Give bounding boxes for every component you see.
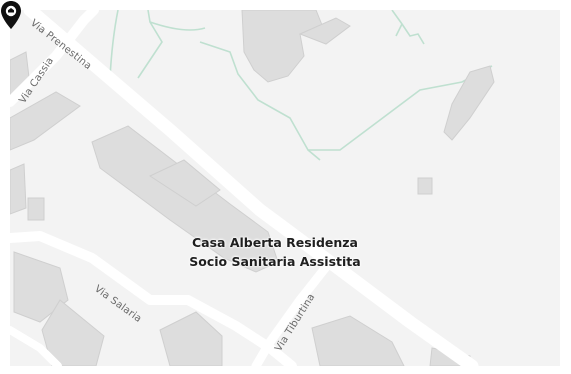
road-via-prenestina [23,10,479,366]
roads [10,10,479,366]
road-minor [10,326,62,366]
poi-name-line1: Casa Alberta Residenza [191,235,358,250]
road-via-cassia [10,10,99,107]
poi-name-line2: Socio Sanitaria Assistita [189,254,361,269]
poi-label[interactable]: Casa Alberta Residenza Socio Sanitaria A… [150,233,400,271]
park-paths [109,10,493,161]
road-via-tiburtina [251,257,335,366]
map-pin-icon[interactable] [0,0,22,30]
buildings [10,10,495,366]
